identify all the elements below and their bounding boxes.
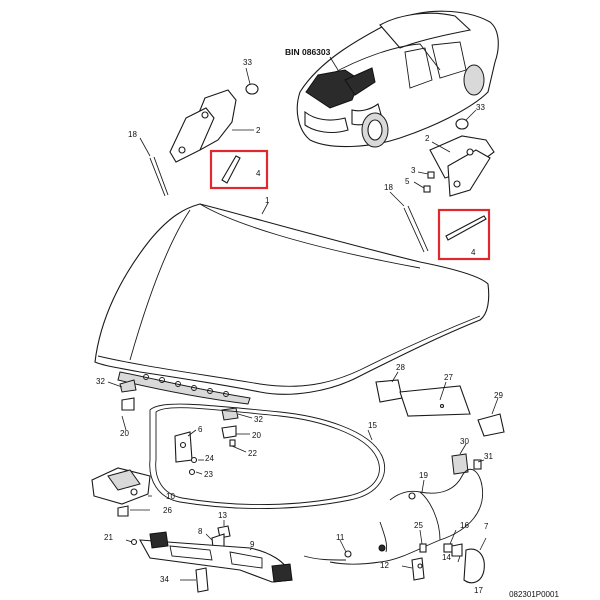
callout-9: 9	[250, 540, 255, 549]
callout-33-left: 33	[243, 58, 252, 67]
callout-15: 15	[368, 421, 377, 430]
callout-32-left: 32	[96, 377, 105, 386]
callout-16: 16	[460, 521, 469, 530]
callout-6: 6	[198, 425, 203, 434]
callout-7: 7	[484, 522, 489, 531]
callout-24: 24	[205, 454, 214, 463]
car-illustration	[296, 10, 499, 148]
callout-5: 5	[405, 177, 410, 186]
callout-29: 29	[494, 391, 503, 400]
left-hinge-assembly	[139, 67, 259, 197]
release-cable-assembly	[205, 443, 487, 584]
callout-18-right: 18	[384, 183, 393, 192]
callout-33-right: 33	[476, 103, 485, 112]
latch-and-seal-area	[107, 379, 386, 510]
callout-18-left: 18	[128, 130, 137, 139]
callout-32-right: 32	[254, 415, 263, 424]
callout-21: 21	[104, 533, 113, 542]
hood-panel	[94, 202, 490, 405]
callout-2-right: 2	[425, 134, 430, 143]
callout-30: 30	[460, 437, 469, 446]
callout-8: 8	[198, 527, 203, 536]
callout-25: 25	[414, 521, 423, 530]
right-hinge-assembly	[389, 109, 495, 253]
vin-label: BIN 086303	[285, 47, 331, 57]
callout-22: 22	[248, 449, 257, 458]
highlight-left-strut	[209, 149, 269, 190]
callout-numbers: 33 2 18 4 33 2 3 5 18 4 1 28 27 29 32 6 …	[96, 58, 503, 595]
callout-12: 12	[380, 561, 389, 570]
callout-20-right: 20	[252, 431, 261, 440]
callout-1: 1	[265, 196, 270, 205]
callout-13: 13	[218, 511, 227, 520]
callout-4-left: 4	[256, 169, 261, 178]
lower-lock-assembly	[91, 467, 152, 517]
highlight-right-strut	[437, 208, 491, 261]
callout-14: 14	[442, 553, 451, 562]
callout-20-left: 20	[120, 429, 129, 438]
callout-2-left: 2	[256, 126, 261, 135]
callout-11: 11	[336, 533, 345, 542]
callout-23: 23	[204, 470, 213, 479]
callout-4-right: 4	[471, 248, 476, 257]
lower-cross-bracket	[125, 531, 293, 593]
callout-26: 26	[163, 506, 172, 515]
callout-3: 3	[411, 166, 416, 175]
callout-28: 28	[396, 363, 405, 372]
figure-code: 082301P0001	[509, 590, 559, 599]
callout-31: 31	[484, 452, 493, 461]
callout-17: 17	[474, 586, 483, 595]
insulation-pads	[375, 371, 505, 437]
callout-34: 34	[160, 575, 169, 584]
callout-27: 27	[444, 373, 453, 382]
callout-19: 19	[419, 471, 428, 480]
callout-10: 10	[166, 492, 175, 501]
